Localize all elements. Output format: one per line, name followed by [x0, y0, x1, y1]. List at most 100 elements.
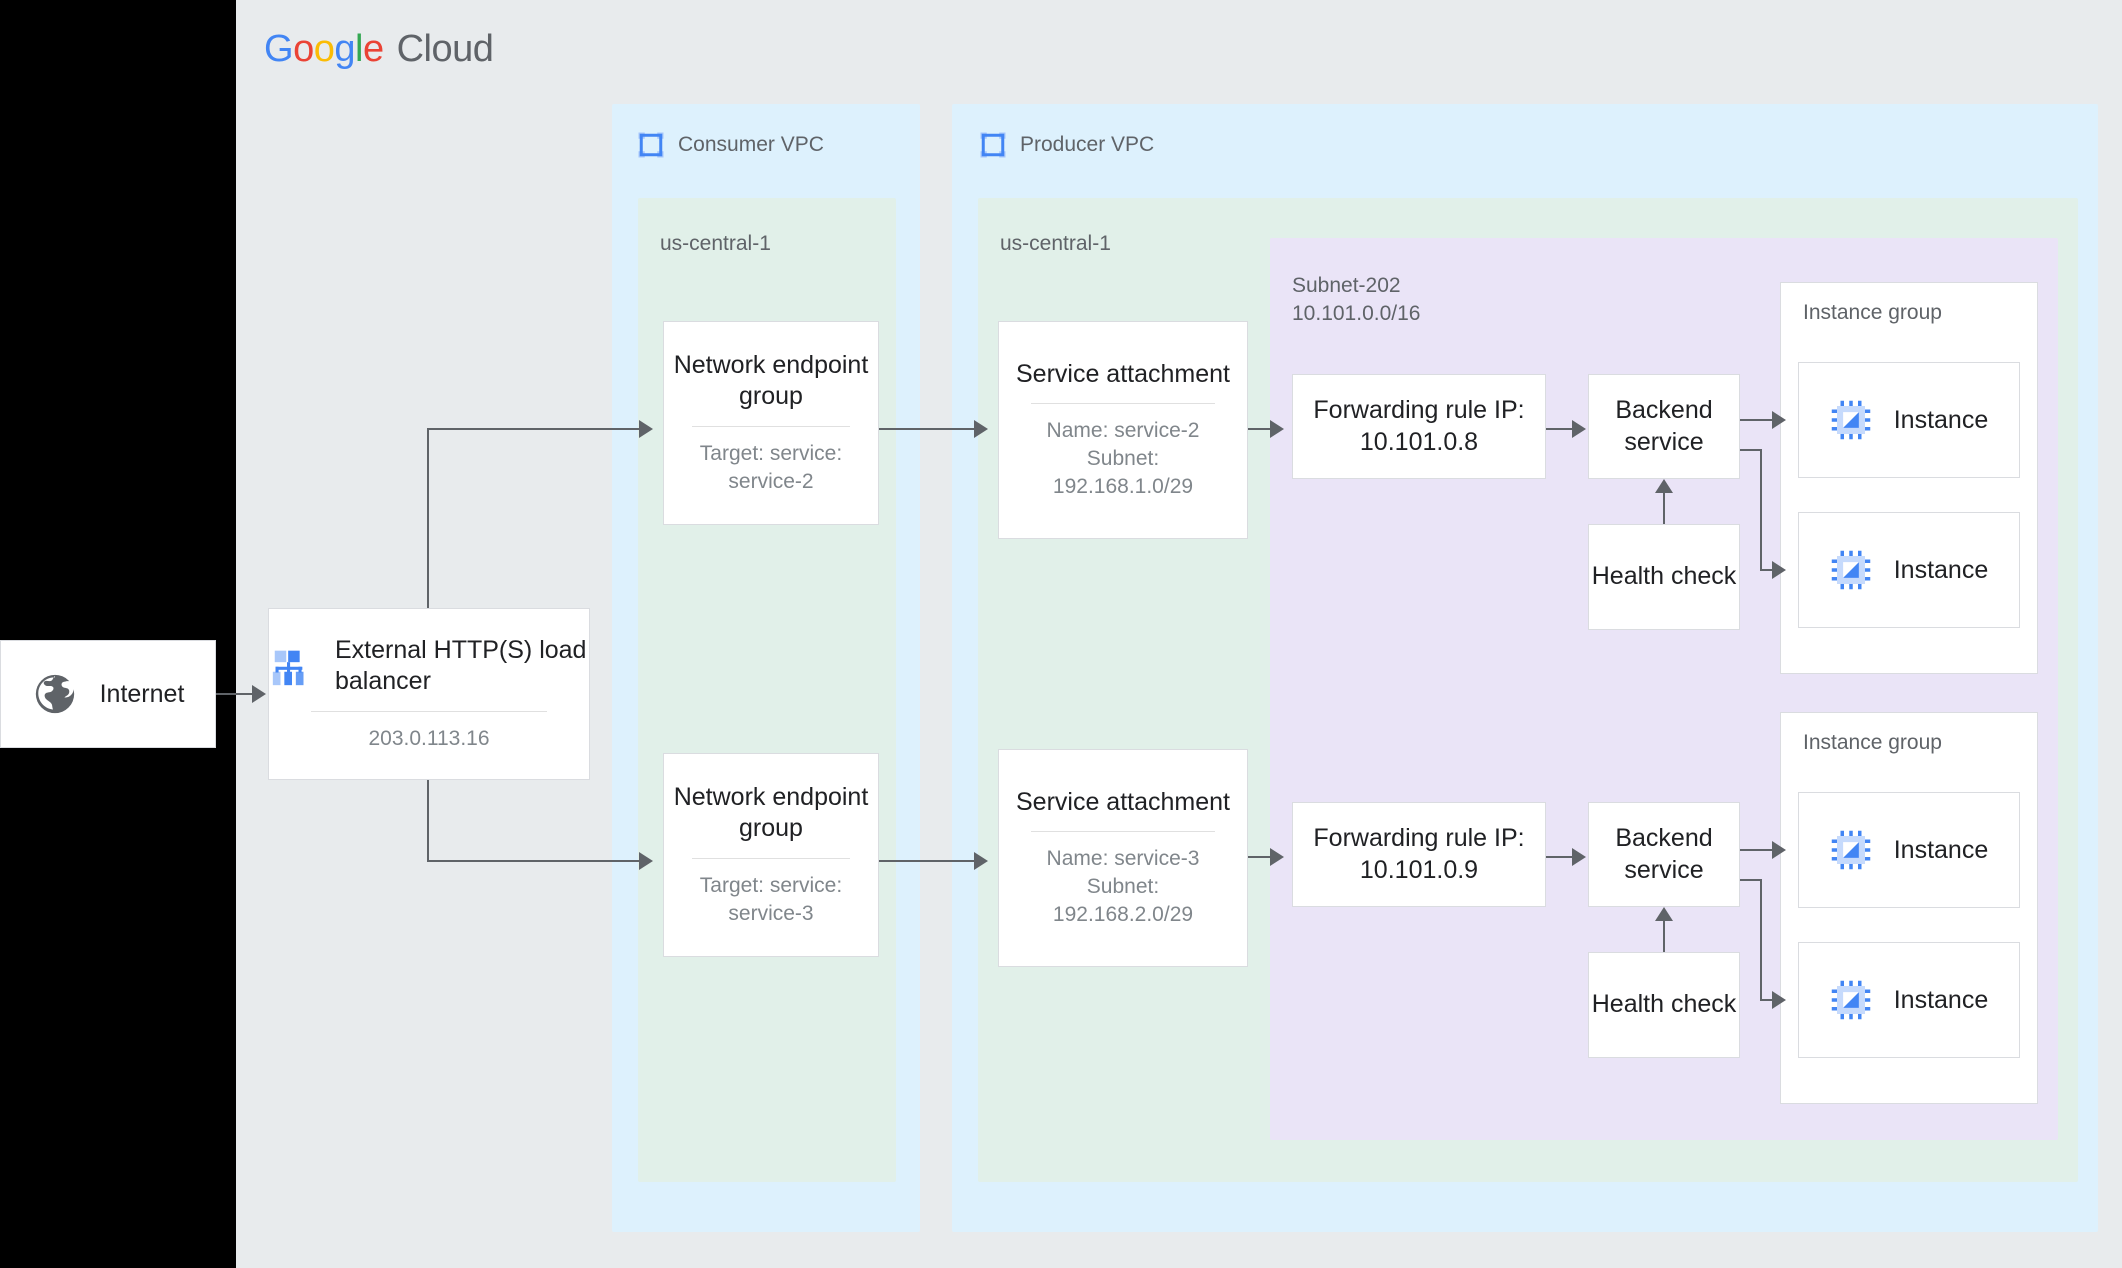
subnet-label: Subnet-202 10.101.0.0/16 [1292, 272, 1420, 327]
arrowhead-hc2-to-bs2 [1655, 907, 1673, 921]
consumer-vpc-label: Consumer VPC [678, 133, 824, 156]
neg-2-title: Network endpoint group [673, 782, 869, 843]
service-attachment-1[interactable]: Service attachment Name: service-2 Subne… [998, 321, 1248, 539]
arrowhead-lb-to-neg1 [639, 420, 653, 438]
connector-lb-to-neg1-vertical [427, 428, 429, 608]
sa-1-divider [1031, 403, 1215, 405]
arrowhead-bs1-to-instance12 [1772, 561, 1786, 579]
neg-1-title: Network endpoint group [673, 350, 869, 411]
instance-2-1[interactable]: Instance [1798, 792, 2020, 908]
internet-node[interactable]: Internet [0, 640, 216, 748]
logo-letter-o1: o [293, 28, 314, 70]
vpc-icon [978, 130, 1008, 160]
sa-1-title: Service attachment [1016, 359, 1230, 388]
connector-hc2-to-bs2 [1663, 921, 1665, 952]
connector-sa1-to-fr1 [1248, 428, 1270, 430]
instance-2-2[interactable]: Instance [1798, 942, 2020, 1058]
consumer-vpc-header: Consumer VPC [636, 130, 824, 160]
forwarding-rule-2[interactable]: Forwarding rule IP: 10.101.0.9 [1292, 802, 1546, 907]
logo-letter-g1: G [264, 28, 294, 70]
connector-sa2-to-fr2 [1248, 856, 1270, 858]
subnet-name: Subnet-202 [1292, 274, 1401, 297]
connector-bs2-to-instance22-h2 [1760, 999, 1772, 1001]
connector-fr2-to-bs2 [1546, 856, 1572, 858]
producer-vpc-label: Producer VPC [1020, 133, 1155, 156]
connector-fr1-to-bs1 [1546, 428, 1572, 430]
sa-2-divider [1031, 831, 1215, 833]
load-balancer-row: External HTTP(S) load balancer [269, 635, 589, 698]
subnet-cidr: 10.101.0.0/16 [1292, 301, 1421, 325]
load-balancer-node[interactable]: External HTTP(S) load balancer 203.0.113… [268, 608, 590, 780]
globe-icon [32, 671, 78, 717]
connector-bs1-to-instance12-v [1760, 449, 1762, 571]
producer-region-label: us-central-1 [1000, 232, 1111, 255]
fr-1-title: Forwarding rule IP: 10.101.0.8 [1313, 396, 1525, 456]
instance-icon [1830, 979, 1872, 1021]
connector-bs2-to-instance21 [1740, 849, 1772, 851]
neg-2-divider [691, 857, 851, 859]
neg-1-divider [691, 425, 851, 427]
connector-internet-to-lb [216, 693, 252, 695]
service-attachment-2[interactable]: Service attachment Name: service-3 Subne… [998, 749, 1248, 967]
load-balancer-divider [310, 710, 548, 712]
connector-lb-to-neg2-vertical [427, 780, 429, 862]
bs-2-title: Backend service [1615, 824, 1713, 884]
connector-bs2-to-instance22-h1 [1740, 879, 1762, 881]
arrowhead-fr1-to-bs1 [1572, 420, 1586, 438]
instance-1-1[interactable]: Instance [1798, 362, 2020, 478]
instance-2-1-label: Instance [1893, 835, 1989, 864]
connector-lb-to-neg2-horizontal [427, 860, 639, 862]
network-endpoint-group-2[interactable]: Network endpoint group Target: service: … [663, 753, 879, 957]
instance-2-2-label: Instance [1893, 985, 1989, 1014]
logo-cloud-word: Cloud [396, 28, 494, 70]
arrowhead-hc1-to-bs1 [1655, 479, 1673, 493]
arrowhead-internet-to-lb [252, 685, 266, 703]
connector-neg2-to-sa2 [879, 860, 974, 862]
bs-1-title: Backend service [1615, 396, 1713, 456]
backend-service-2[interactable]: Backend service [1588, 802, 1740, 907]
arrowhead-lb-to-neg2 [639, 852, 653, 870]
logo-letter-g2: g [334, 28, 355, 70]
arrowhead-bs2-to-instance21 [1772, 841, 1786, 859]
instance-1-1-label: Instance [1893, 405, 1989, 434]
instance-icon [1830, 829, 1872, 871]
hc-1-title: Health check [1591, 562, 1737, 591]
fr-2-title: Forwarding rule IP: 10.101.0.9 [1313, 824, 1525, 884]
instance-1-2-label: Instance [1893, 555, 1989, 584]
backend-service-1[interactable]: Backend service [1588, 374, 1740, 479]
sa-2-title: Service attachment [1016, 787, 1230, 816]
consumer-region-label: us-central-1 [660, 232, 771, 255]
logo-letter-l: l [354, 28, 363, 70]
sa-1-details: Name: service-2 Subnet: 192.168.1.0/29 [1046, 419, 1200, 499]
network-endpoint-group-1[interactable]: Network endpoint group Target: service: … [663, 321, 879, 525]
instance-icon [1830, 399, 1872, 441]
arrowhead-bs1-to-instance11 [1772, 411, 1786, 429]
forwarding-rule-1[interactable]: Forwarding rule IP: 10.101.0.8 [1292, 374, 1546, 479]
arrowhead-sa1-to-fr1 [1270, 420, 1284, 438]
internet-label: Internet [99, 679, 185, 708]
arrowhead-neg1-to-sa1 [974, 420, 988, 438]
load-balancer-icon [269, 643, 315, 689]
instance-1-2[interactable]: Instance [1798, 512, 2020, 628]
connector-bs2-to-instance22-v [1760, 879, 1762, 1001]
health-check-2[interactable]: Health check [1588, 952, 1740, 1058]
neg-2-target: Target: service: service-3 [699, 873, 843, 925]
connector-lb-to-neg1-horizontal [427, 428, 639, 430]
sa-2-details: Name: service-3 Subnet: 192.168.2.0/29 [1046, 847, 1200, 927]
connector-bs1-to-instance12-h2 [1760, 569, 1772, 571]
arrowhead-bs2-to-instance22 [1772, 991, 1786, 1009]
load-balancer-ip: 203.0.113.16 [368, 726, 490, 750]
vpc-icon [636, 130, 666, 160]
arrowhead-neg2-to-sa2 [974, 852, 988, 870]
producer-vpc-header: Producer VPC [978, 130, 1154, 160]
arrowhead-sa2-to-fr2 [1270, 848, 1284, 866]
instance-group-2-label: Instance group [1803, 731, 1942, 754]
health-check-1[interactable]: Health check [1588, 524, 1740, 630]
connector-hc1-to-bs1 [1663, 493, 1665, 524]
hc-2-title: Health check [1591, 990, 1737, 1019]
logo-letter-e: e [362, 28, 384, 70]
connector-bs1-to-instance11 [1740, 419, 1772, 421]
instance-group-1-label: Instance group [1803, 301, 1942, 324]
